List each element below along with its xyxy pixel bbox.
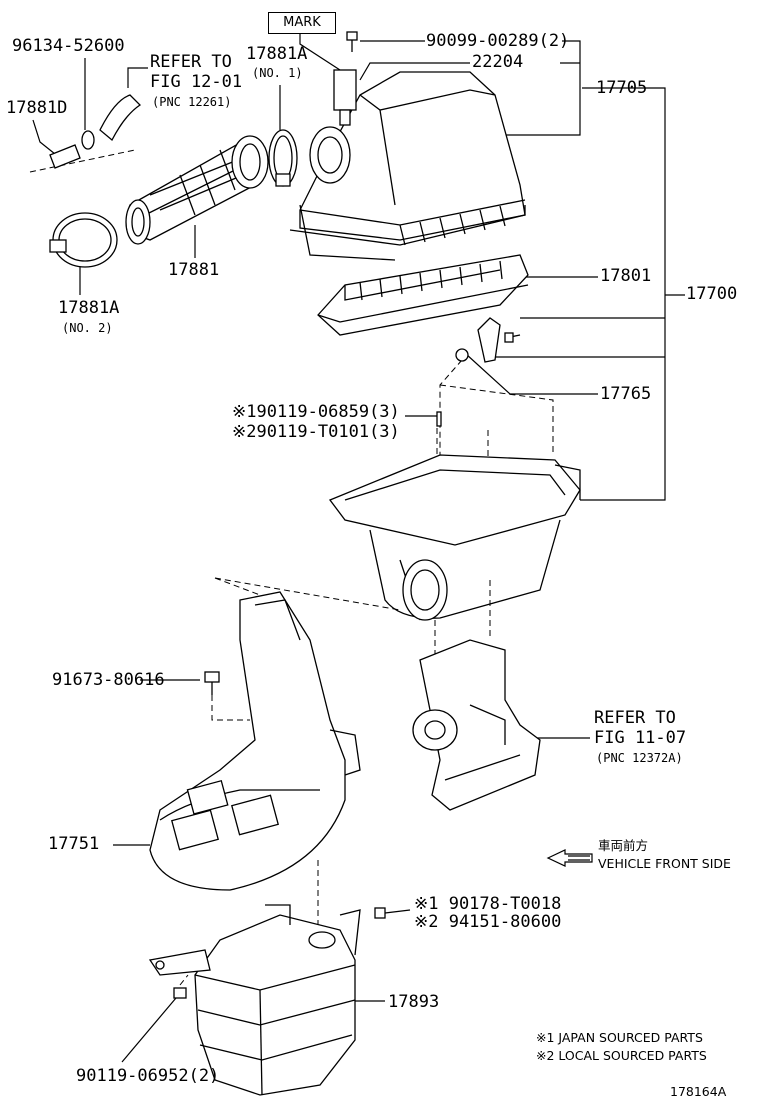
clip-17765 — [455, 317, 521, 363]
refer-fig-12-01-line2: FIG 12-01 — [150, 72, 243, 92]
mount-bracket — [412, 639, 541, 811]
part-number-17893: 17893 — [388, 992, 440, 1012]
part-number-22204: 22204 — [472, 52, 524, 72]
part-number-94151-80600: ※2 94151-80600 — [414, 912, 562, 932]
air-cleaner-cap — [289, 31, 526, 261]
part-number-90119-06859: ※190119-06859(3) — [232, 402, 400, 422]
refer-fig-11-07-line1: REFER TO — [594, 708, 676, 728]
intake-duct — [149, 591, 361, 891]
part-number-90099-00289: 90099-00289(2) — [426, 31, 570, 51]
part-number-90119-06952: 90119-06952(2) — [76, 1066, 220, 1086]
part-number-17801: 17801 — [600, 266, 652, 286]
leader-lines — [32, 33, 685, 1063]
note-japan-sourced: ※1 JAPAN SOURCED PARTS — [536, 1030, 703, 1045]
part-number-90119-T0101: ※290119-T0101(3) — [232, 422, 400, 442]
part-number-91673-80616: 91673-80616 — [52, 670, 165, 690]
refer-fig-12-01-line1: REFER TO — [150, 52, 232, 72]
intake-hose — [125, 135, 269, 245]
label-no2: (NO. 2) — [62, 321, 113, 335]
resonator — [148, 904, 386, 1096]
part-number-17705: 17705 — [596, 78, 648, 98]
refer-fig-12-01-pnc: (PNC 12261) — [152, 95, 232, 109]
vehicle-front-side-label: VEHICLE FRONT SIDE — [598, 856, 731, 871]
front-direction-arrow — [546, 849, 593, 867]
part-number-96134-52600: 96134-52600 — [12, 36, 125, 56]
part-number-17881: 17881 — [168, 260, 220, 280]
air-filter-element — [317, 254, 529, 336]
note-local-sourced: ※2 LOCAL SOURCED PARTS — [536, 1048, 707, 1063]
part-number-17751: 17751 — [48, 834, 100, 854]
part-number-90178-T0018: ※1 90178-T0018 — [414, 894, 562, 914]
refer-fig-11-07-line2: FIG 11-07 — [594, 728, 687, 748]
part-number-17881D: 17881D — [6, 98, 68, 118]
label-no1: (NO. 1) — [252, 66, 303, 80]
part-number-17700: 17700 — [686, 284, 738, 304]
clamp-no1 — [268, 129, 298, 187]
part-number-17881A-no1: 17881A — [246, 44, 308, 64]
part-number-17881A-no2: 17881A — [58, 298, 120, 318]
part-number-17765: 17765 — [600, 384, 652, 404]
air-cleaner-case — [328, 411, 581, 621]
diagram-id: 178164A — [670, 1084, 727, 1099]
refer-fig-11-07-pnc: (PNC 12372A) — [596, 751, 683, 765]
clamp-no2 — [49, 212, 118, 268]
vehicle-front-japanese: 車両前方 — [598, 838, 649, 853]
mark-label: MARK — [268, 12, 336, 34]
small-hose-parts — [49, 94, 142, 169]
